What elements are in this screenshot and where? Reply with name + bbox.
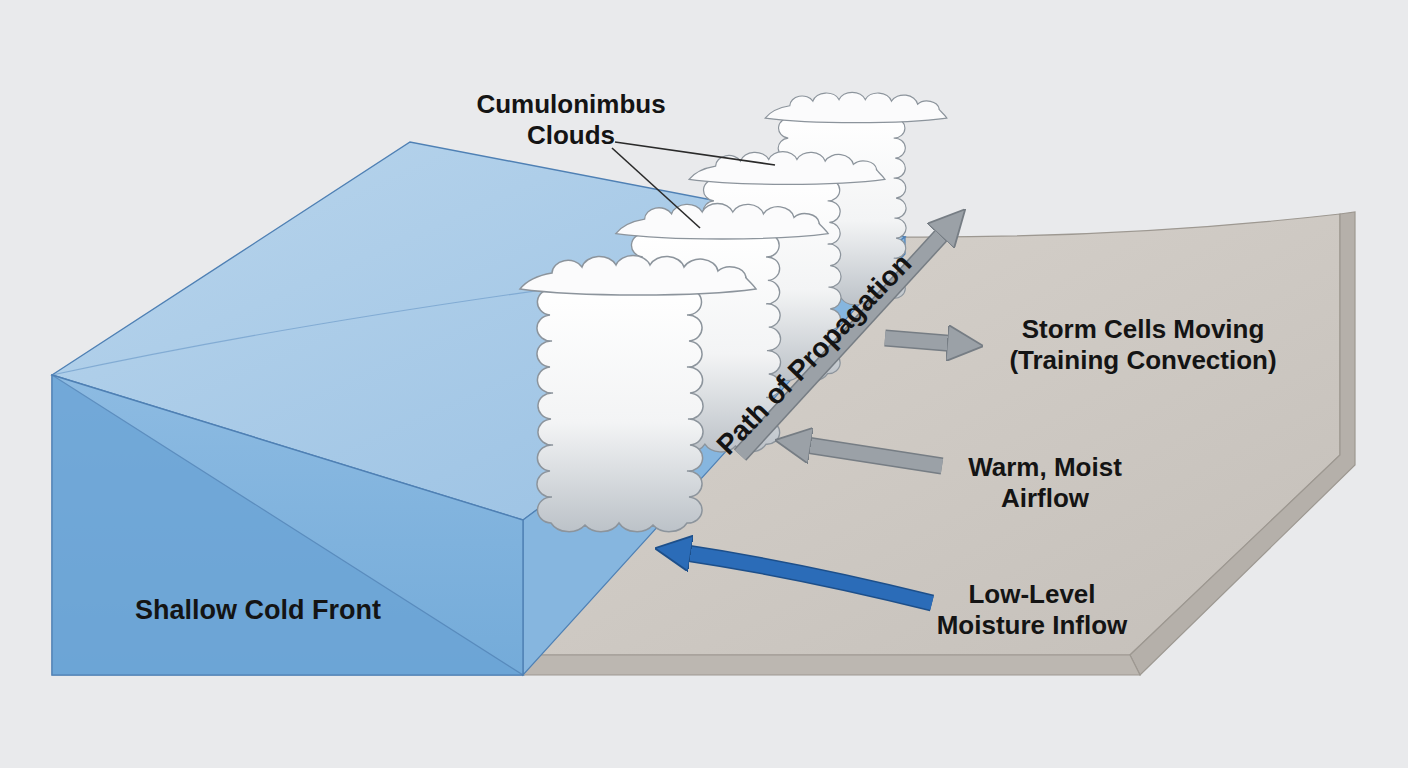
arrow-label: Path of Propagation	[710, 247, 919, 461]
cold-front-face	[52, 375, 523, 675]
arrow-label: Warm, Moist Airflow	[945, 452, 1145, 513]
ground-front	[523, 655, 1140, 675]
arrow-outline	[680, 552, 932, 603]
ground-side	[1130, 212, 1355, 675]
leader-line	[615, 142, 775, 165]
arrow-outline	[800, 444, 942, 466]
cold-front-wedge	[52, 375, 523, 675]
cumulonimbus-cloud	[520, 256, 756, 532]
warm-air-arrow	[800, 444, 942, 466]
moisture-inflow-arrow	[680, 552, 932, 603]
arrow-label: Storm Cells Moving (Training Convection)	[993, 314, 1293, 375]
callout-label: Cumulonimbus Clouds	[461, 89, 681, 150]
region-label: Shallow Cold Front	[135, 595, 381, 627]
leader-line	[612, 148, 700, 228]
storm-motion-arrow	[885, 338, 958, 344]
arrow-outline	[885, 338, 958, 344]
arrow-label: Low-Level Moisture Inflow	[925, 579, 1140, 640]
